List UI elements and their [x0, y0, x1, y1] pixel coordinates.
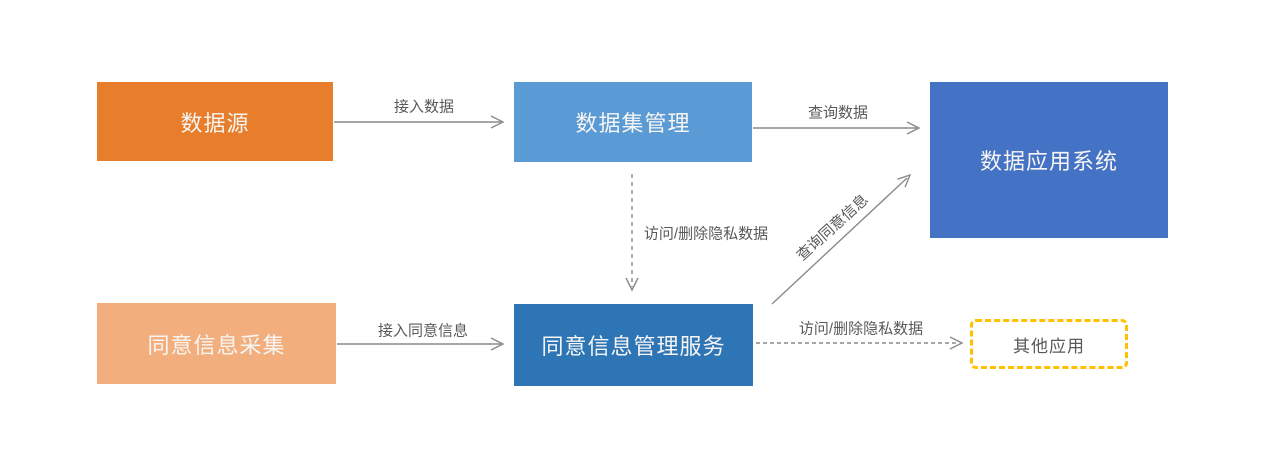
node-data-application-system: 数据应用系统	[930, 82, 1168, 238]
node-other-applications: 其他应用	[970, 319, 1128, 369]
edge-label-access-data: 接入数据	[393, 98, 455, 116]
edge-label-access-delete-private-vertical: 访问/删除隐私数据	[643, 225, 769, 243]
node-data-source: 数据源	[97, 82, 333, 161]
node-data-application-system-label: 数据应用系统	[979, 149, 1118, 174]
arrow-access-data	[334, 115, 505, 129]
node-dataset-management-label: 数据集管理	[575, 111, 691, 136]
arrow-query-consent	[771, 173, 912, 305]
edge-label-access-consent: 接入同意信息	[377, 322, 469, 340]
node-dataset-management: 数据集管理	[514, 82, 752, 162]
node-consent-collection-label: 同意信息采集	[147, 332, 286, 358]
arrow-access-delete-private-horizontal	[756, 336, 964, 350]
edge-label-access-delete-private-horizontal: 访问/删除隐私数据	[798, 320, 924, 338]
edge-label-query-data: 查询数据	[807, 104, 869, 122]
node-consent-management-service-label: 同意信息管理服务	[541, 334, 726, 359]
arrow-query-data	[753, 121, 921, 135]
node-other-applications-label: 其他应用	[1013, 336, 1085, 356]
arrow-access-consent	[337, 337, 505, 351]
node-consent-collection: 同意信息采集	[97, 303, 336, 384]
node-data-source-label: 数据源	[180, 110, 250, 136]
arrow-access-delete-private-vertical	[625, 174, 639, 292]
node-consent-management-service: 同意信息管理服务	[514, 304, 753, 386]
